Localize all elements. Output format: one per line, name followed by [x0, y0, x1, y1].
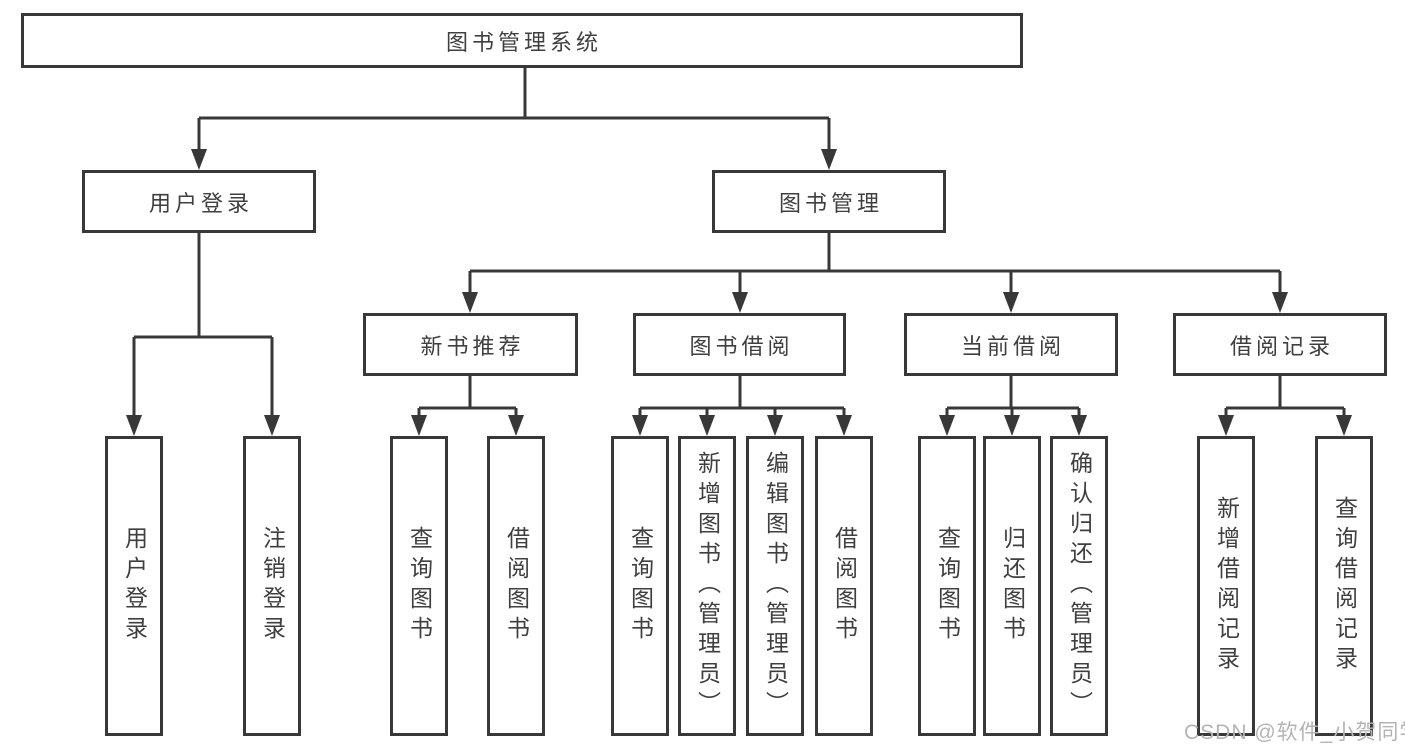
leaf-cb-return-books-label: 归还图书: [999, 526, 1026, 646]
connector-book-management-to-level3: [462, 233, 1288, 313]
leaf-cb-confirm-return: 确认归还（管理员）: [1050, 436, 1108, 736]
connector-borrowing-records-to-leaves: [1218, 376, 1352, 436]
arrowhead-icon: [1003, 292, 1019, 313]
connector-current-borrowing-to-leaves: [939, 376, 1087, 436]
leaf-br-add-record-label: 新增借阅记录: [1213, 496, 1240, 676]
leaf-cb-return-books: 归还图书: [983, 436, 1041, 736]
node-user-login-label: 用户登录: [148, 190, 253, 216]
leaf-br-add-record: 新增借阅记录: [1197, 436, 1255, 736]
arrowhead-icon: [191, 149, 207, 170]
leaf-br-query-record: 查询借阅记录: [1315, 436, 1373, 736]
arrowhead-icon: [632, 415, 648, 436]
node-book-management: 图书管理: [712, 170, 946, 233]
node-current-borrowing-label: 当前借阅: [960, 333, 1065, 359]
arrowhead-icon: [699, 415, 715, 436]
node-root: 图书管理系统: [21, 13, 1023, 68]
arrowhead-icon: [1218, 415, 1234, 436]
arrowhead-icon: [821, 149, 837, 170]
node-current-borrowing: 当前借阅: [904, 313, 1118, 376]
connector-root-to-level2: [191, 68, 837, 170]
leaf-bb-borrow-books: 借阅图书: [815, 436, 873, 736]
node-new-book-recommend-label: 新书推荐: [420, 333, 525, 359]
arrowhead-icon: [264, 415, 280, 436]
arrowhead-icon: [836, 415, 852, 436]
leaf-nb-query-books-label: 查询图书: [406, 526, 433, 646]
leaf-nb-borrow-books: 借阅图书: [487, 436, 545, 736]
node-book-management-label: 图书管理: [778, 190, 883, 216]
leaf-bb-add-books: 新增图书（管理员）: [678, 436, 736, 736]
leaf-logout-label: 注销登录: [259, 526, 286, 646]
arrowhead-icon: [411, 415, 427, 436]
leaf-cb-query-books-label: 查询图书: [934, 526, 961, 646]
leaf-bb-borrow-books-label: 借阅图书: [831, 526, 858, 646]
node-borrowing-records-label: 借阅记录: [1229, 333, 1334, 359]
arrowhead-icon: [767, 415, 783, 436]
node-root-label: 图书管理系统: [445, 29, 602, 55]
arrowhead-icon: [1004, 415, 1020, 436]
connector-new-book-recommend-to-leaves: [411, 376, 524, 436]
node-book-borrowing-label: 图书借阅: [689, 333, 794, 359]
leaf-logout: 注销登录: [243, 436, 301, 736]
node-new-book-recommend: 新书推荐: [363, 313, 578, 376]
leaf-bb-edit-books-label: 编辑图书（管理员）: [762, 451, 789, 721]
leaf-cb-confirm-return-label: 确认归还（管理员）: [1066, 451, 1093, 721]
leaf-br-query-record-label: 查询借阅记录: [1331, 496, 1358, 676]
leaf-user-login: 用户登录: [105, 436, 163, 736]
arrowhead-icon: [939, 415, 955, 436]
node-book-borrowing: 图书借阅: [633, 313, 846, 376]
arrowhead-icon: [508, 415, 524, 436]
node-borrowing-records: 借阅记录: [1173, 313, 1387, 376]
arrowhead-icon: [462, 292, 478, 313]
node-user-login: 用户登录: [82, 170, 316, 233]
arrowhead-icon: [126, 415, 142, 436]
leaf-user-login-label: 用户登录: [121, 526, 148, 646]
leaf-bb-query-books-label: 查询图书: [627, 526, 654, 646]
leaf-bb-edit-books: 编辑图书（管理员）: [746, 436, 804, 736]
csdn-watermark: CSDN @软件_小贺同学: [1184, 721, 1405, 744]
leaf-cb-query-books: 查询图书: [918, 436, 976, 736]
leaf-nb-borrow-books-label: 借阅图书: [503, 526, 530, 646]
arrowhead-icon: [1336, 415, 1352, 436]
arrowhead-icon: [1071, 415, 1087, 436]
leaf-nb-query-books: 查询图书: [390, 436, 448, 736]
connector-user-login-to-leaves: [126, 233, 280, 436]
connector-book-borrowing-to-leaves: [632, 376, 852, 436]
arrowhead-icon: [732, 292, 748, 313]
leaf-bb-query-books: 查询图书: [611, 436, 669, 736]
arrowhead-icon: [1272, 292, 1288, 313]
leaf-bb-add-books-label: 新增图书（管理员）: [694, 451, 721, 721]
